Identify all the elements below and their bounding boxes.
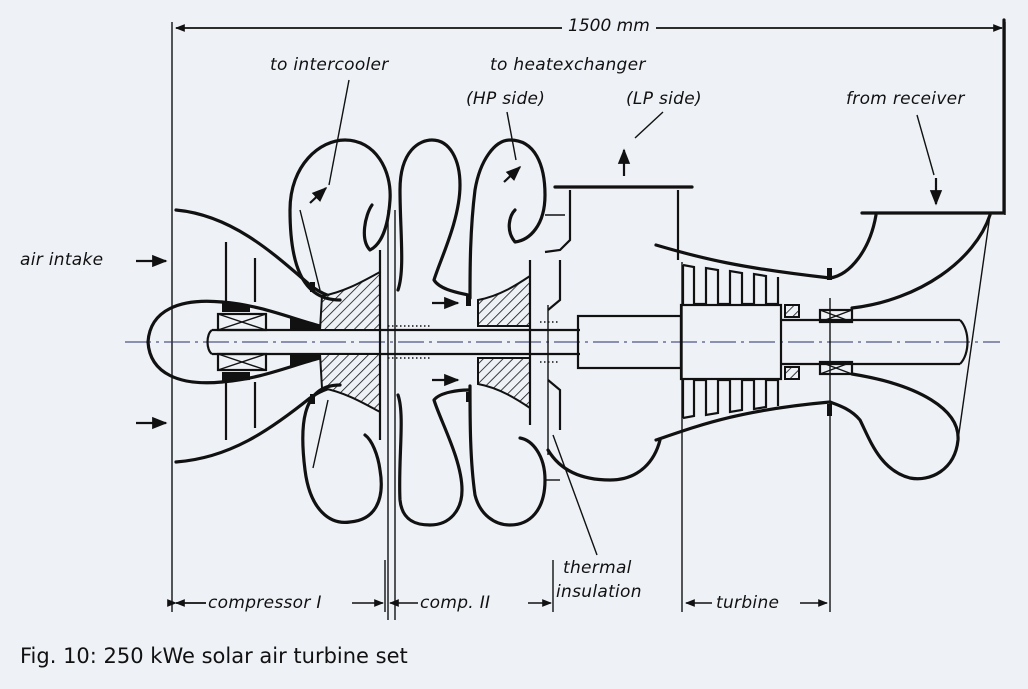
section-label-turbine: turbine (716, 593, 780, 613)
front-bearing (216, 312, 268, 372)
label-insulation: insulation (556, 582, 642, 602)
hp-flow-arrow (503, 165, 522, 183)
turbine-blades (681, 263, 800, 420)
flow-arrows (136, 148, 943, 430)
compressor-1-impeller (318, 250, 382, 440)
label-from-receiver: from receiver (846, 89, 965, 109)
receiver-inlet-duct (828, 18, 1006, 481)
leader-lines (328, 79, 935, 556)
compressor-2-volute (466, 138, 565, 527)
figure-caption: Fig. 10: 250 kWe solar air turbine set (20, 644, 408, 668)
label-air-intake: air intake (20, 250, 104, 270)
label-thermal: thermal (563, 558, 632, 578)
intercooler-flow-arrow (309, 186, 328, 204)
intercooler-crossover-duct (387, 138, 470, 620)
label-hp-side: (HP side) (466, 89, 546, 109)
main-shaft (206, 303, 969, 381)
section-dimensions (167, 560, 828, 612)
compressor-1-volute (288, 138, 392, 524)
label-lp-side: (LP side) (626, 89, 702, 109)
label-to-heatexchanger: to heatexchanger (490, 55, 646, 75)
overall-length-dimension: 1500 mm (562, 16, 656, 36)
rear-bearing (818, 268, 854, 416)
labyrinth-seals (388, 321, 558, 363)
label-to-intercooler: to intercooler (270, 55, 389, 75)
section-label-compressor-1: compressor I (208, 593, 322, 613)
section-label-compressor-2: comp. II (420, 593, 491, 613)
compressor-2-impeller (477, 260, 532, 425)
air-inlet-housing (146, 208, 380, 464)
turbine-casing (654, 243, 832, 612)
lp-outlet-duct (544, 185, 694, 482)
